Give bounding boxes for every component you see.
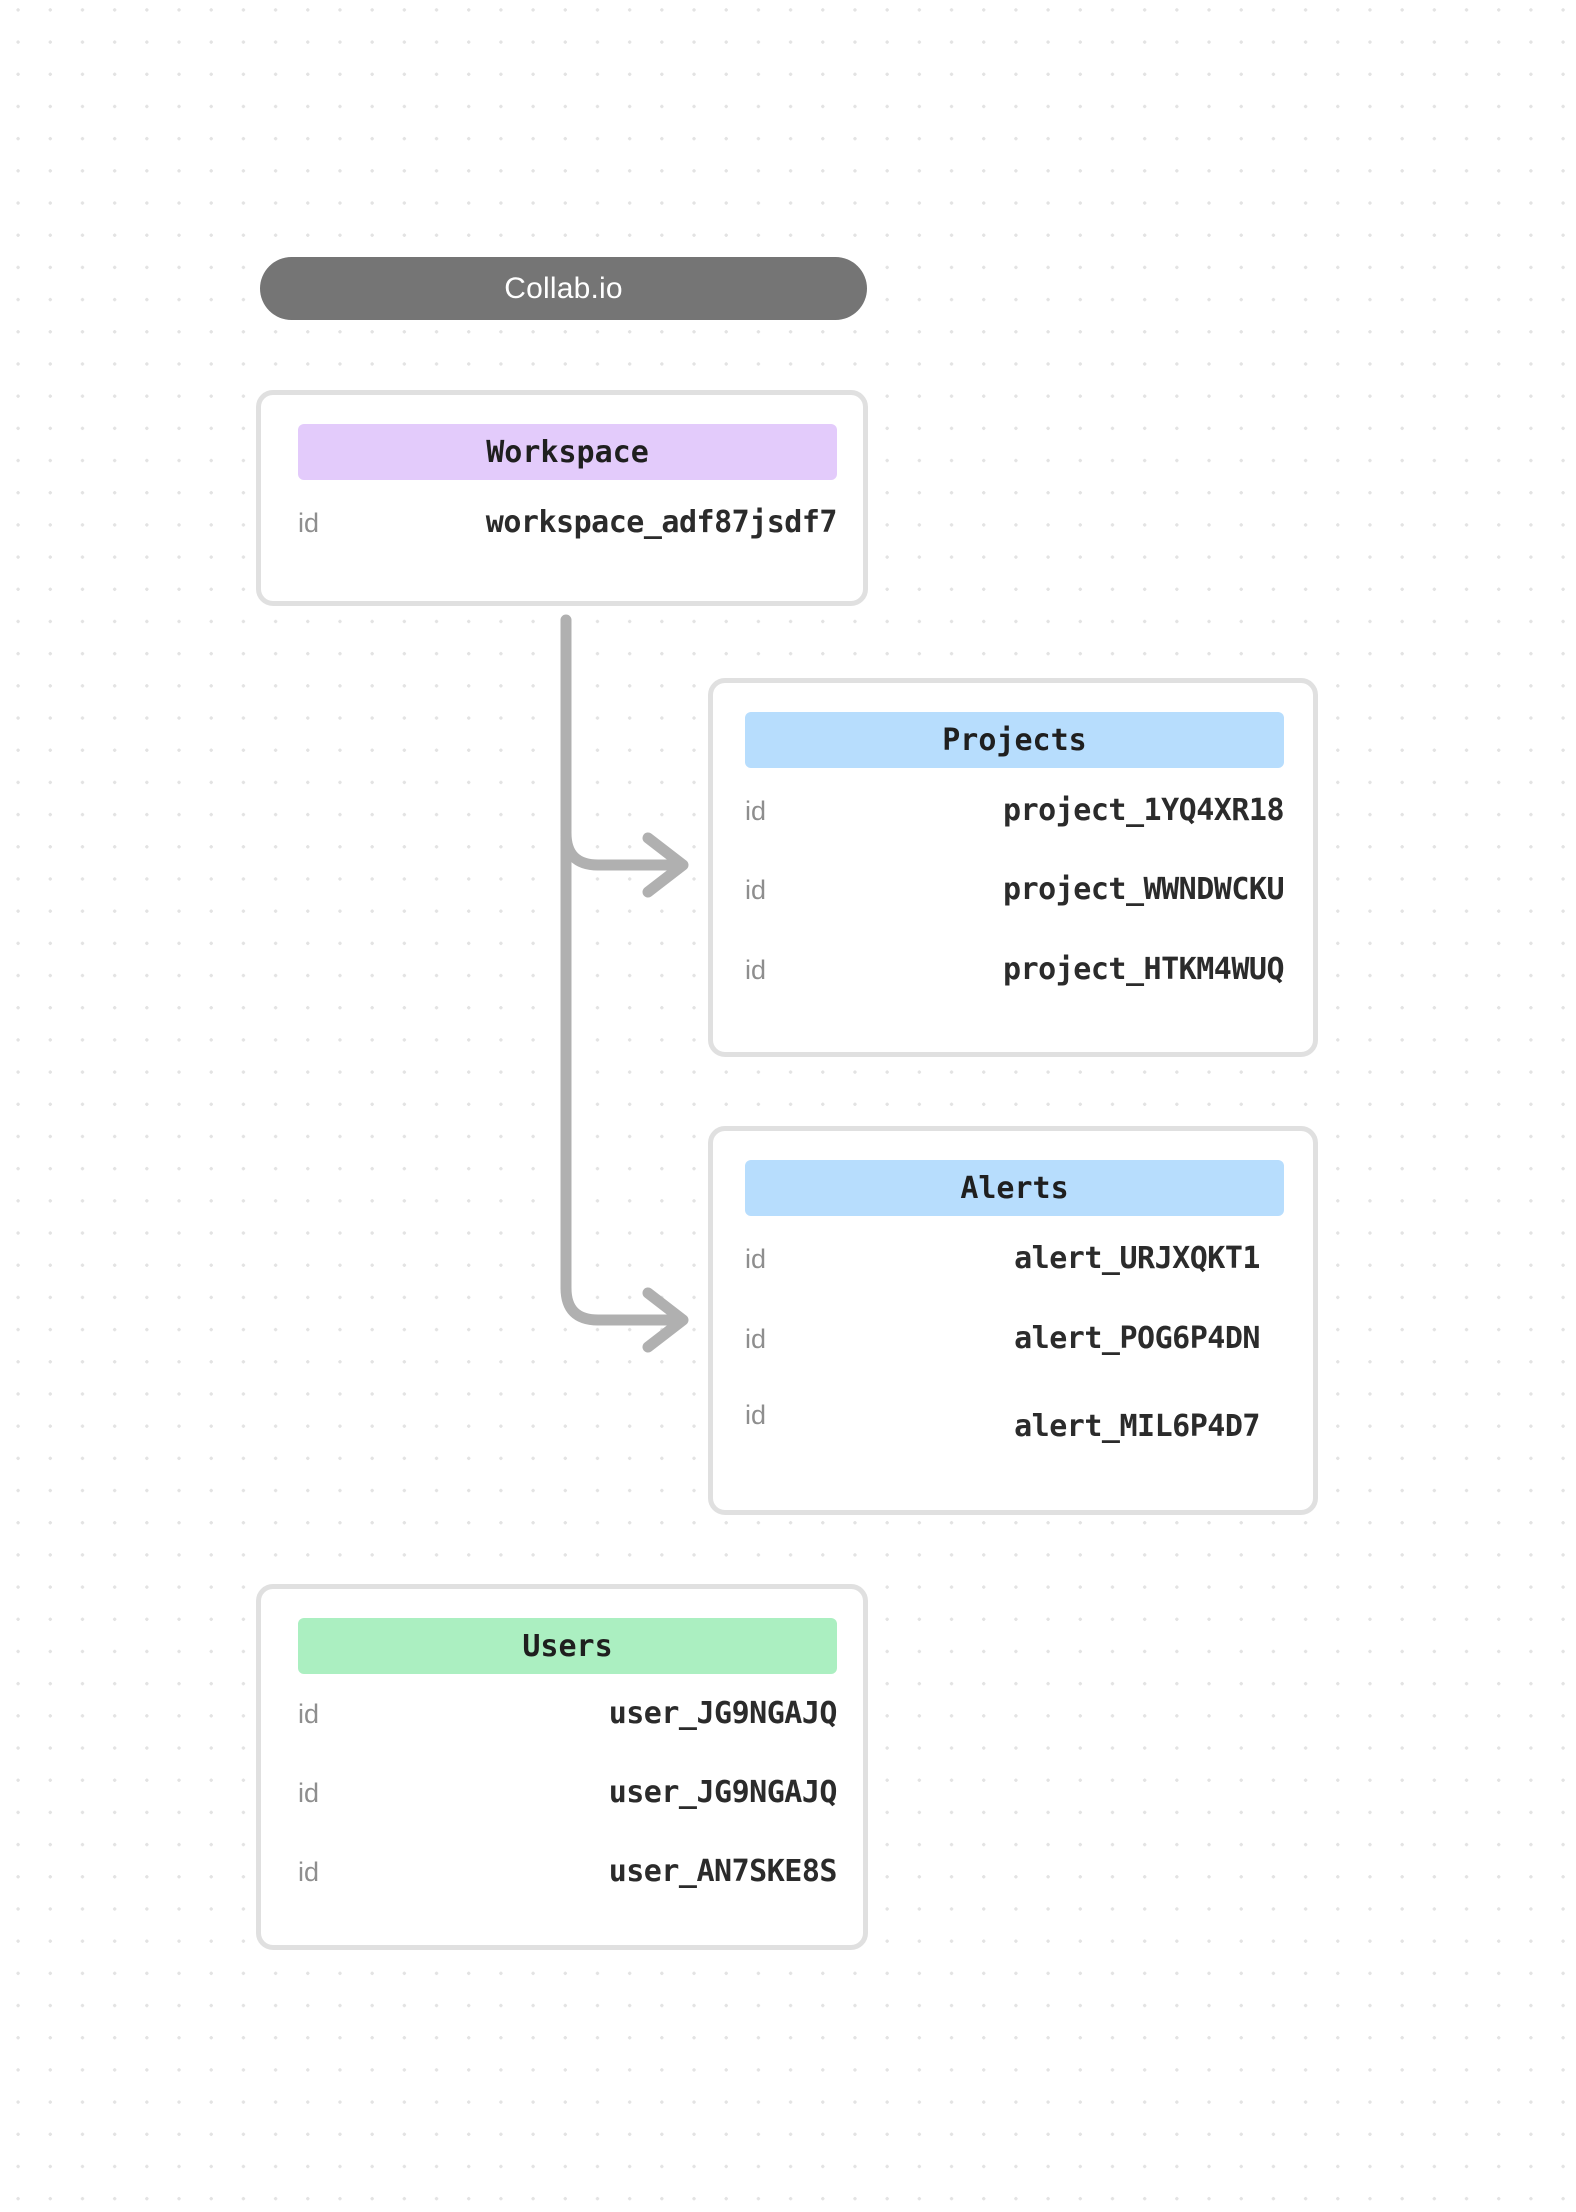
connector-workspace-projects-line xyxy=(560,827,676,871)
row-value: user_JG9NGAJQ xyxy=(608,1696,838,1731)
table-row[interactable]: id alert_POG6P4DN xyxy=(745,1321,1260,1365)
entity-card-alerts[interactable]: Alerts id alert_URJXQKT1 id alert_POG6P4… xyxy=(708,1126,1318,1515)
row-key: id xyxy=(745,955,767,985)
row-key: id xyxy=(745,875,767,905)
connector-workspace-alerts-line xyxy=(560,614,676,1326)
entity-card-workspace-title: Workspace xyxy=(298,424,837,480)
row-key: id xyxy=(745,796,767,826)
row-value: project_1YQ4XR18 xyxy=(1003,793,1284,828)
table-row[interactable]: id alert_MIL6P4D7 xyxy=(745,1400,1260,1444)
table-row[interactable]: id workspace_adf87jsdf7 xyxy=(298,505,838,549)
entity-card-projects-title: Projects xyxy=(745,712,1284,768)
row-value: workspace_adf87jsdf7 xyxy=(485,505,838,540)
diagram-title-pill[interactable]: Collab.io xyxy=(260,257,867,320)
row-value: alert_URJXQKT1 xyxy=(1014,1241,1260,1276)
row-key: id xyxy=(298,1857,320,1887)
entity-card-users[interactable]: Users id user_JG9NGAJQ id user_JG9NGAJQ … xyxy=(256,1584,868,1950)
row-key: id xyxy=(298,1699,320,1729)
entity-card-workspace[interactable]: Workspace id workspace_adf87jsdf7 xyxy=(256,390,868,606)
row-value: project_WWNDWCKU xyxy=(1003,872,1284,907)
entity-card-users-title: Users xyxy=(298,1618,837,1674)
table-row[interactable]: id project_WWNDWCKU xyxy=(745,872,1284,916)
row-key: id xyxy=(298,1778,320,1808)
connector-arrowhead-alerts-icon xyxy=(642,1287,689,1353)
table-row[interactable]: id project_1YQ4XR18 xyxy=(745,793,1284,837)
row-value: alert_MIL6P4D7 xyxy=(1014,1409,1260,1444)
diagram-title-text: Collab.io xyxy=(504,271,623,305)
table-row[interactable]: id user_JG9NGAJQ xyxy=(298,1775,838,1819)
entity-card-projects[interactable]: Projects id project_1YQ4XR18 id project_… xyxy=(708,678,1318,1057)
table-row[interactable]: id user_AN7SKE8S xyxy=(298,1854,838,1898)
row-key: id xyxy=(298,508,320,538)
connector-arrowhead-projects-icon xyxy=(642,832,689,898)
row-value: user_AN7SKE8S xyxy=(608,1854,838,1889)
row-key: id xyxy=(745,1324,767,1354)
row-key: id xyxy=(745,1244,767,1274)
row-value: project_HTKM4WUQ xyxy=(1003,952,1284,987)
entity-card-alerts-title: Alerts xyxy=(745,1160,1284,1216)
table-row[interactable]: id alert_URJXQKT1 xyxy=(745,1241,1260,1285)
row-key: id xyxy=(745,1400,767,1430)
table-row[interactable]: id project_HTKM4WUQ xyxy=(745,952,1284,996)
table-row[interactable]: id user_JG9NGAJQ xyxy=(298,1696,838,1740)
row-value: alert_POG6P4DN xyxy=(1014,1321,1260,1356)
row-value: user_JG9NGAJQ xyxy=(608,1775,838,1810)
